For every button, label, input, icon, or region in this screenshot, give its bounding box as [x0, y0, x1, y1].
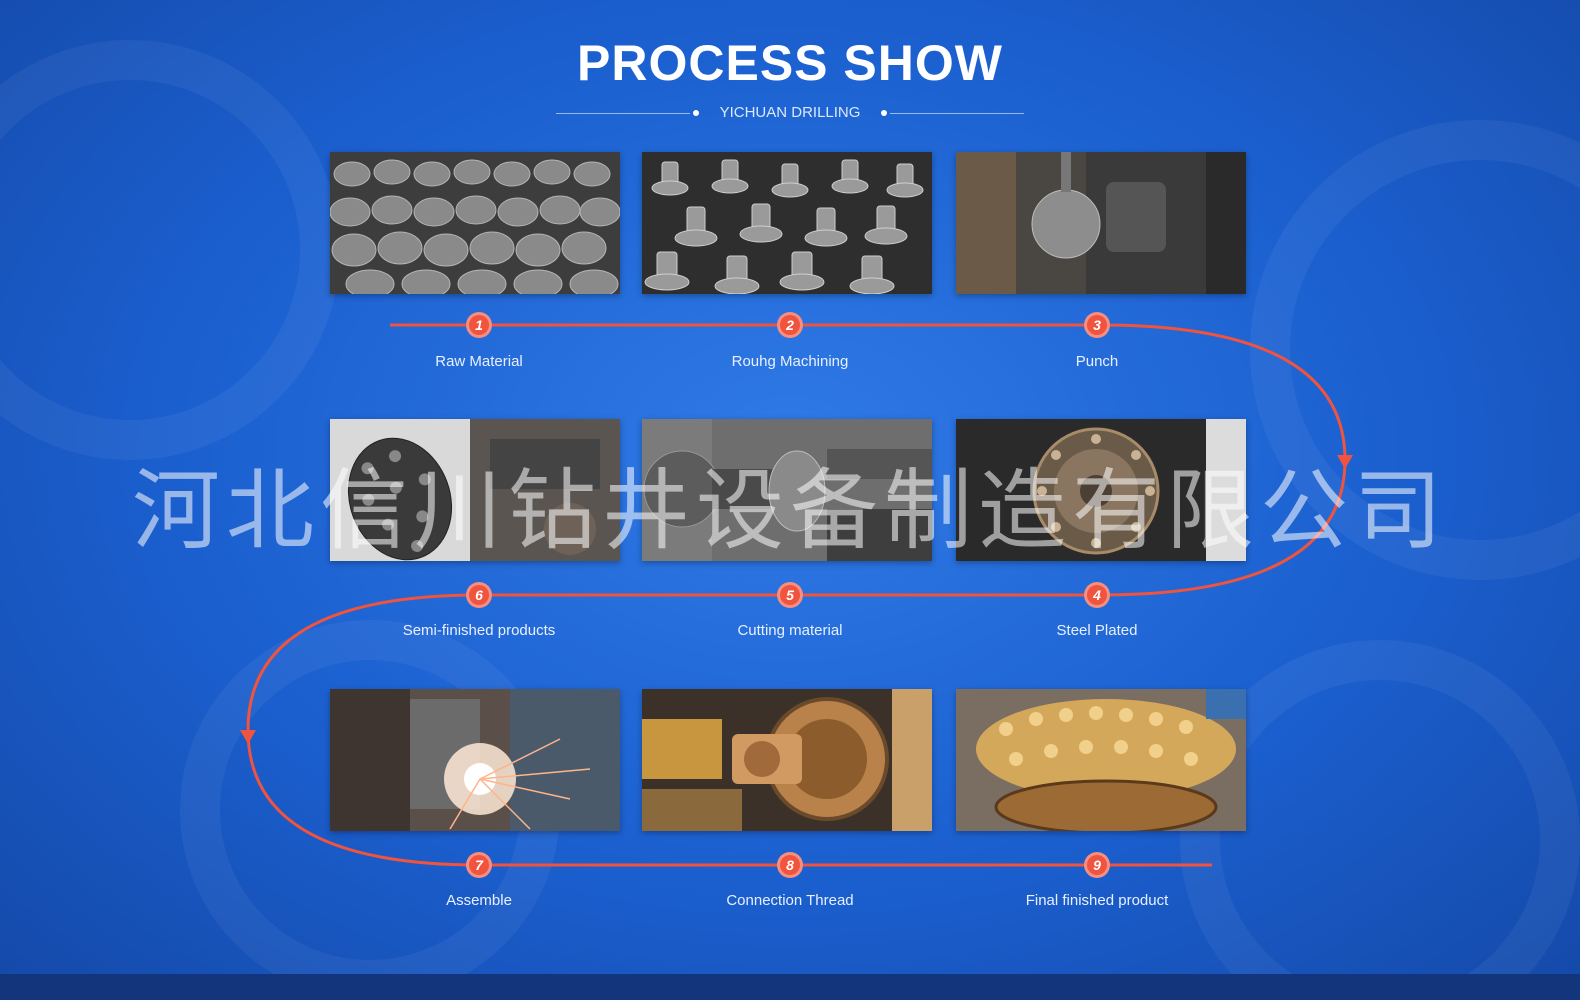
photo-cutting-material — [642, 419, 932, 561]
page-title: PROCESS SHOW — [577, 35, 1003, 91]
page-subtitle: YICHUAN DRILLING — [719, 104, 861, 121]
step-label: Connection Thread — [726, 892, 854, 909]
subtitle-dot-left — [693, 110, 699, 116]
photo-final-finished-product — [956, 689, 1246, 831]
footer-bar — [0, 974, 1580, 1000]
subtitle-divider-left — [556, 113, 690, 114]
step-label: Steel Plated — [1056, 622, 1138, 639]
photo-steel-plated — [956, 419, 1246, 561]
step-number-badge: 1 — [466, 312, 492, 338]
photo-semi-finished-products — [330, 419, 620, 561]
step-label: Raw Material — [435, 353, 523, 370]
step-label: Cutting material — [737, 622, 843, 639]
company-watermark: 河北信川钻井设备制造有限公司 — [131, 459, 1448, 562]
step-number-badge: 5 — [777, 582, 803, 608]
path-arrow-down — [1337, 455, 1353, 469]
photo-connection-thread — [642, 689, 932, 831]
photo-raw-material — [330, 152, 620, 294]
step-label: Punch — [1075, 353, 1119, 370]
step-label: Rouhg Machining — [731, 353, 849, 370]
step-label: Assemble — [446, 892, 512, 909]
step-number-badge: 7 — [466, 852, 492, 878]
photo-rough-machining — [642, 152, 932, 294]
path-arrow-down — [240, 730, 256, 744]
subtitle-divider-right — [890, 113, 1024, 114]
step-number-badge: 8 — [777, 852, 803, 878]
subtitle-dot-right — [881, 110, 887, 116]
step-label: Semi-finished products — [402, 622, 556, 639]
step-number-badge: 6 — [466, 582, 492, 608]
step-number-badge: 4 — [1084, 582, 1110, 608]
step-number-badge: 9 — [1084, 852, 1110, 878]
step-number-badge: 3 — [1084, 312, 1110, 338]
photo-assemble — [330, 689, 620, 831]
step-number-badge: 2 — [777, 312, 803, 338]
photo-punch — [956, 152, 1246, 294]
step-label: Final finished product — [1025, 892, 1169, 909]
